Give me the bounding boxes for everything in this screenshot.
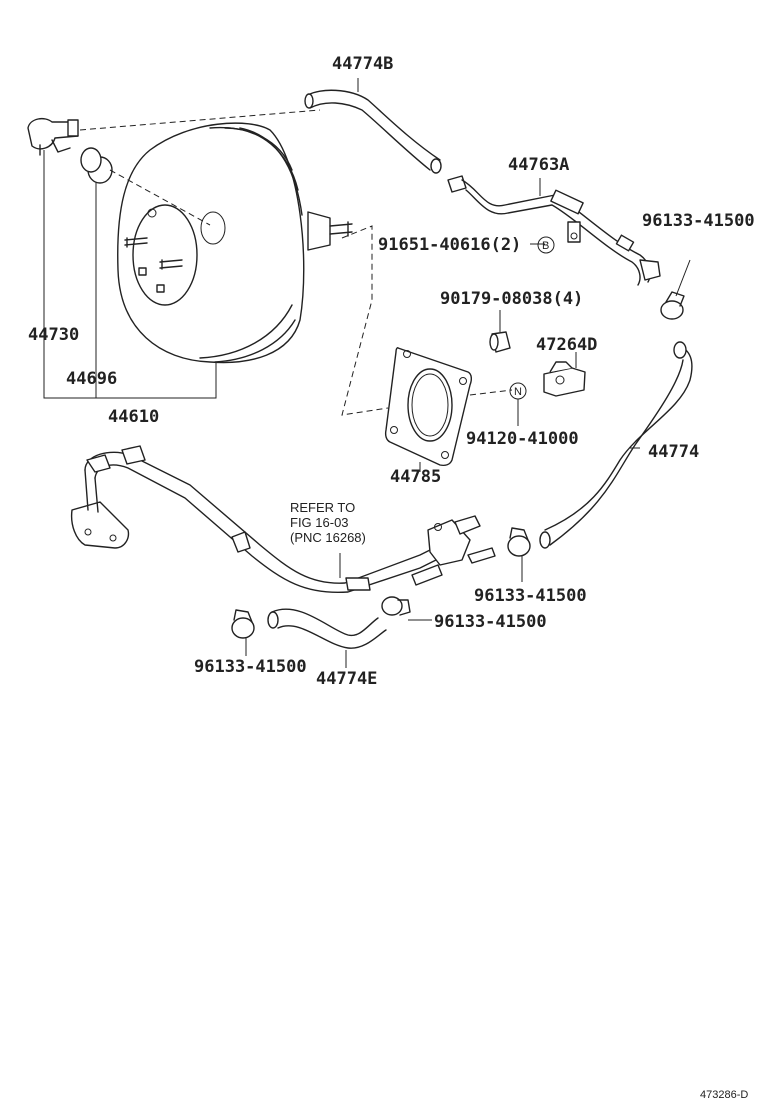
grommet: [80, 147, 113, 184]
label-91651-mark: B: [542, 240, 549, 252]
hose-44774e: [267, 608, 387, 668]
label-44774b: 44774B: [332, 54, 393, 74]
label-47264d: 47264D: [536, 335, 597, 355]
label-44763a: 44763A: [508, 155, 569, 175]
bracket-47264d: [543, 352, 586, 397]
hose-44774b: [304, 78, 442, 174]
gasket: [384, 346, 473, 472]
clamp-left: [231, 609, 255, 656]
refer-line-3: (PNC 16268): [290, 530, 366, 545]
label-44785: 44785: [390, 467, 441, 487]
brake-booster: [117, 122, 353, 364]
clamp-mid: [381, 596, 432, 621]
label-90179: 90179-08038(4): [440, 289, 583, 309]
label-96133-mid: 96133-41500: [434, 612, 547, 632]
label-96133-left: 96133-41500: [194, 657, 307, 677]
vacuum-pipe: [70, 445, 496, 594]
label-96133-top: 96133-41500: [642, 211, 755, 231]
leader-brackets: [43, 150, 217, 399]
label-96133-mid-right: 96133-41500: [474, 586, 587, 606]
label-91651: 91651-40616(2): [378, 235, 521, 255]
label-44774e: 44774E: [316, 669, 377, 689]
hose-44774: [539, 341, 693, 549]
refer-line-2: FIG 16-03: [290, 515, 349, 530]
nut: [489, 310, 511, 353]
label-44730: 44730: [28, 325, 79, 345]
refer-line-1: REFER TO: [290, 500, 355, 515]
label-44610: 44610: [108, 407, 159, 427]
label-44774: 44774: [648, 442, 699, 462]
check-valve: [27, 117, 79, 156]
diagram-id: 473286-D: [700, 1089, 748, 1101]
label-94120: 94120-41000: [466, 429, 579, 449]
label-94120-mark: N: [514, 386, 522, 398]
pipe-44763a: [447, 175, 661, 286]
label-44696: 44696: [66, 369, 117, 389]
clamp-mid-right: [507, 527, 531, 582]
clip-top-right: [660, 259, 691, 320]
